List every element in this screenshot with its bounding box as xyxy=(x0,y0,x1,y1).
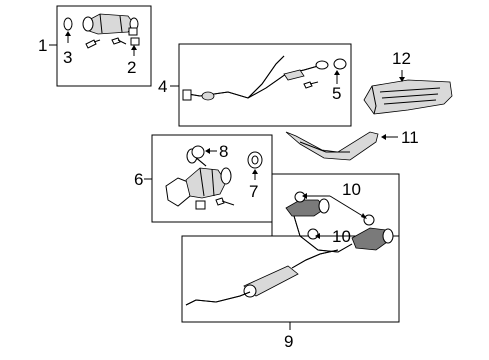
nut-part xyxy=(195,200,206,210)
callout-10-upper: 10 xyxy=(342,180,361,199)
nut-part xyxy=(128,27,138,36)
rear-muffler-part xyxy=(185,249,339,306)
bolt-part xyxy=(215,197,235,206)
hanger-insulator-part xyxy=(363,214,375,226)
y-pipe-part xyxy=(182,55,329,101)
group-6: 6 8 7 xyxy=(134,134,273,223)
flange-gasket-part xyxy=(333,58,347,70)
group-4-box xyxy=(178,43,352,127)
callout-10-lower: 10 xyxy=(332,227,351,246)
gasket-ring-part xyxy=(63,17,73,31)
dual-muffler-part xyxy=(285,198,394,253)
callout-5: 5 xyxy=(332,84,341,103)
catalytic-converter-part xyxy=(82,13,139,35)
callout-11: 11 xyxy=(401,128,419,147)
bolt-part xyxy=(111,37,127,45)
nut-part xyxy=(130,37,140,46)
callout-8: 8 xyxy=(219,142,228,161)
group-9: 9 10 10 xyxy=(181,173,400,351)
hanger-insulator-part xyxy=(307,228,319,240)
bracket-11: 11 xyxy=(285,128,419,161)
gasket-part xyxy=(191,145,205,159)
callout-1: 1 xyxy=(38,36,47,55)
callout-2: 2 xyxy=(127,58,136,77)
heat-shield-12: 12 xyxy=(363,49,453,115)
group-1-box xyxy=(56,5,152,87)
group-1: 1 3 2 xyxy=(38,5,152,87)
group-9-upper-box xyxy=(271,173,400,236)
group-4: 4 5 xyxy=(158,43,352,127)
callout-6: 6 xyxy=(134,170,143,189)
catalytic-converter-part xyxy=(165,148,232,207)
hanger-insulator-part xyxy=(294,191,306,203)
bolt-part xyxy=(85,39,101,49)
callout-3: 3 xyxy=(63,48,72,67)
callout-9: 9 xyxy=(284,332,293,351)
callout-4: 4 xyxy=(158,77,167,96)
bolt-part xyxy=(303,81,319,89)
callout-12: 12 xyxy=(392,49,411,68)
callout-7: 7 xyxy=(249,182,258,201)
